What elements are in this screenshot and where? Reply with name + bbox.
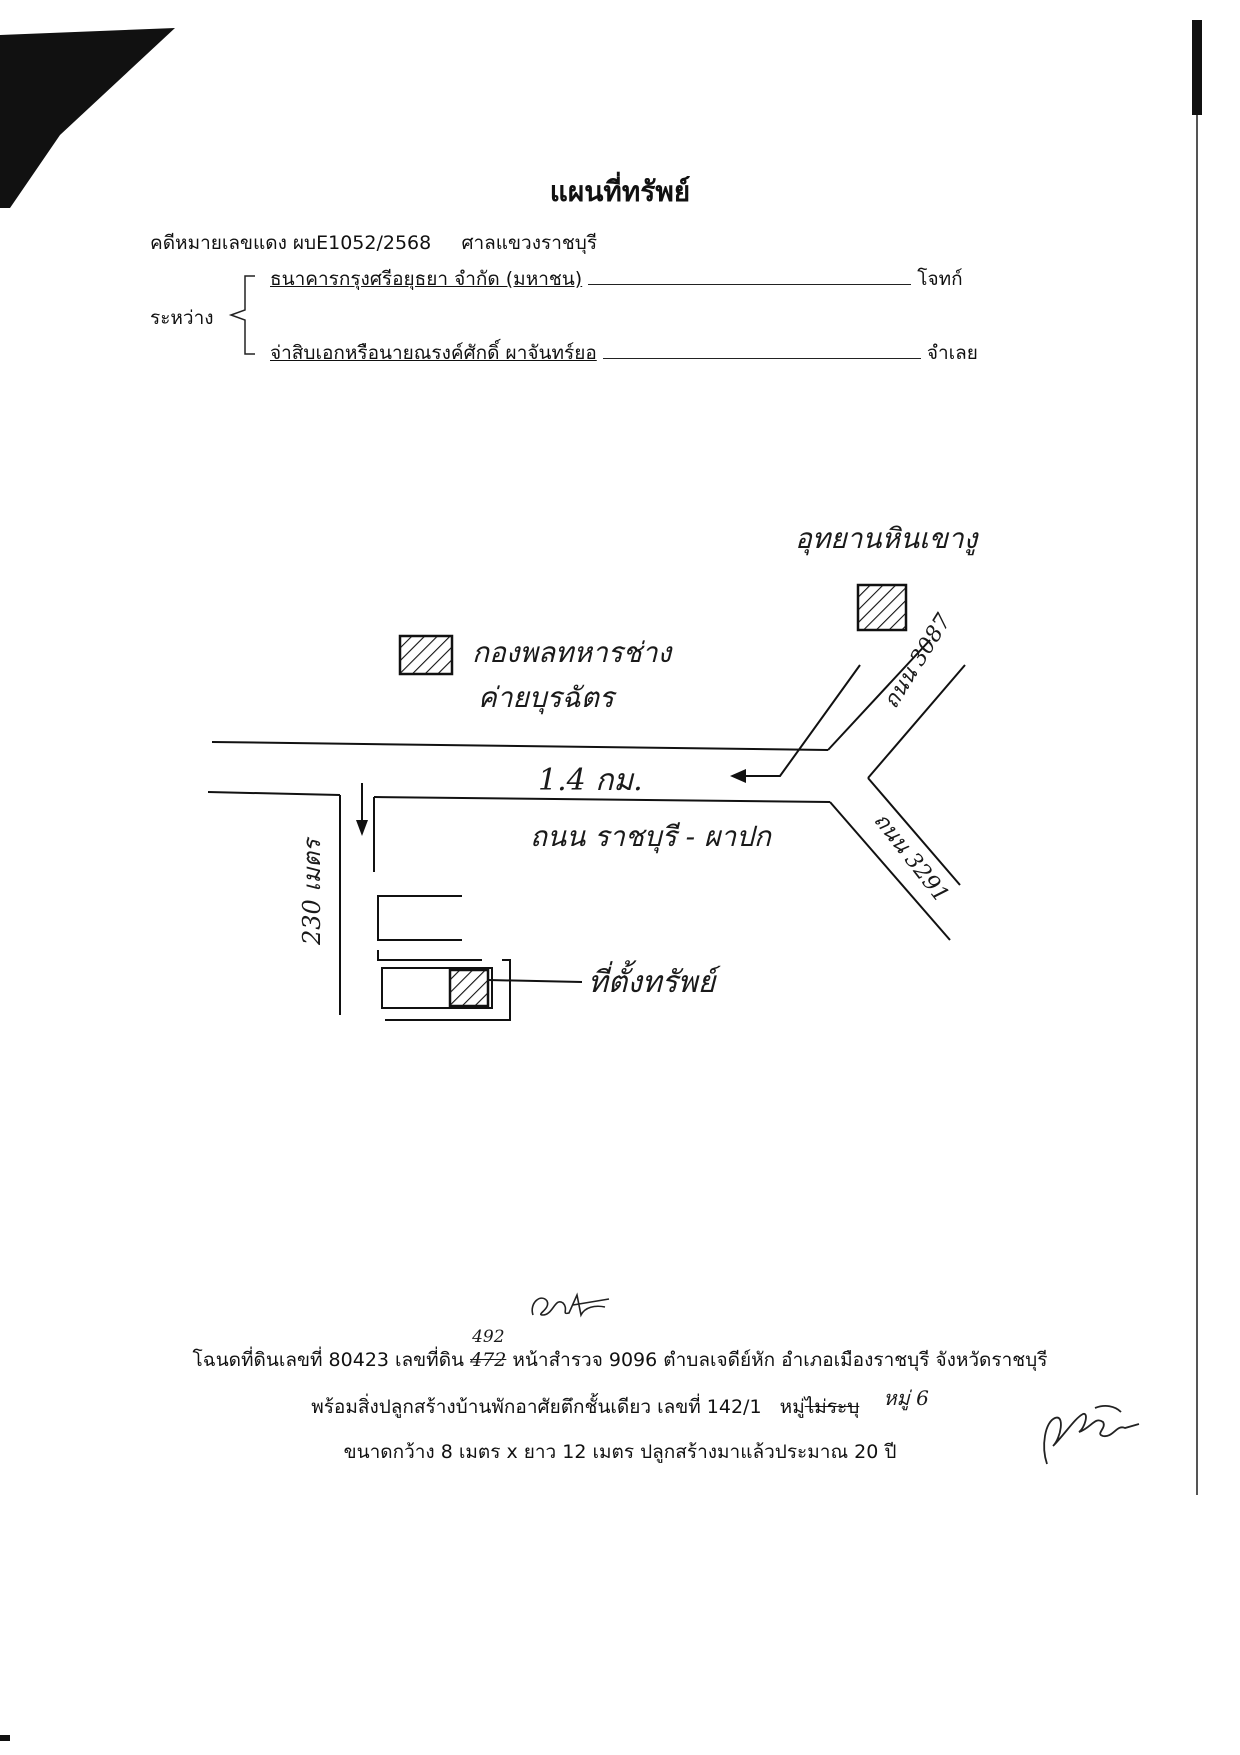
- land-number-field: 492 472: [470, 1327, 507, 1371]
- defendant-fill-line: [602, 358, 921, 359]
- plaintiff-row: ธนาคารกรุงศรีอยุธยา จำกัด (มหาชน) โจทก์: [270, 264, 963, 294]
- lane-3: [385, 959, 511, 1021]
- land-number-correction: 492: [472, 1327, 505, 1347]
- landmark-left-label-1: กองพลทหารช่าง: [472, 636, 673, 669]
- landmark-left-marker: [398, 634, 454, 676]
- scan-edge-bar: [1192, 20, 1202, 115]
- defendant-name: จ่าสิบเอกหรือนายณรงค์ศักดิ์ ผาจันทร์ยอ: [270, 342, 597, 364]
- deed-line-1-end: หน้าสำรวจ 9096 ตำบลเจดีย์หัก อำเภอเมืองร…: [512, 1349, 1048, 1371]
- property-label: ที่ตั้งทรัพย์: [588, 960, 721, 1000]
- deed-line-3: ขนาดกว้าง 8 เมตร x ยาว 12 เมตร ปลูกสร้าง…: [343, 1441, 897, 1463]
- distance-arrow-head: [730, 769, 746, 783]
- defendant-role: จำเลย: [926, 342, 978, 364]
- plaintiff-role: โจทก์: [917, 268, 963, 290]
- signature-right: [1043, 1405, 1140, 1465]
- deed-line-1: โฉนดที่ดินเลขที่ 80423 เลขที่ดิน 492 472…: [0, 1327, 1240, 1375]
- main-road-bottom-edge-left: [207, 791, 341, 796]
- court-name: ศาลแขวงราชบุรี: [461, 232, 598, 254]
- plaintiff-name: ธนาคารกรุงศรีอยุธยา จำกัด (มหาชน): [270, 268, 583, 290]
- main-road-top-edge: [211, 741, 829, 751]
- party-bracket: [228, 275, 255, 355]
- land-number-struck: 472: [470, 1349, 507, 1371]
- document-title: แผนที่ทรัพย์: [549, 175, 691, 208]
- case-number: คดีหมายเลขแดง ผบE1052/2568: [150, 232, 432, 254]
- deed-line-2-start: พร้อมสิ่งปลูกสร้างบ้านพักอาศัยตึกชั้นเดี…: [311, 1396, 762, 1418]
- road-3087-left-edge: [827, 639, 931, 751]
- landmark-top-label: อุทยานหินเขางู: [795, 522, 980, 556]
- location-map: อุทยานหินเขางู กองพลทหารช่าง ค่ายบุรฉัตร…: [207, 522, 980, 1021]
- road-3291-label: ถนน 3291: [868, 808, 953, 907]
- lane-1: [377, 895, 462, 941]
- scan-corner-shadow: [0, 28, 175, 208]
- signature-top: [531, 1292, 610, 1318]
- between-label: ระหว่าง: [150, 307, 214, 329]
- scan-edge-line: [1196, 115, 1198, 1495]
- landmark-left-label-2: ค่ายบุรฉัตร: [478, 681, 617, 715]
- road-3291-top-edge: [867, 777, 961, 886]
- main-road-bottom-edge-right: [373, 796, 831, 803]
- defendant-row: จ่าสิบเอกหรือนายณรงค์ศักดิ์ ผาจันทร์ยอ จ…: [270, 338, 978, 368]
- deed-line-2-struck: ไม่ระบุ: [804, 1396, 860, 1418]
- distance-arrow-line: [738, 664, 861, 777]
- property-marker: [448, 968, 490, 1008]
- deed-line-2: พร้อมสิ่งปลูกสร้างบ้านพักอาศัยตึกชั้นเดี…: [0, 1386, 1240, 1422]
- property-pointer-line: [487, 979, 583, 983]
- road-3087-right-edge: [867, 664, 966, 779]
- property-lot: [381, 967, 493, 1009]
- main-road-label: ถนน ราชบุรี - ผาปก: [530, 820, 773, 854]
- side-street-arrow-head: [356, 820, 368, 836]
- plaintiff-fill-line: [588, 284, 912, 285]
- deed-line-1-start: โฉนดที่ดินเลขที่ 80423 เลขที่ดิน: [192, 1349, 465, 1371]
- deed-line-2-handwritten: หมู่ 6: [883, 1386, 929, 1410]
- road-3291-bottom-edge: [829, 801, 951, 941]
- side-distance-label: 230 เมตร: [298, 836, 326, 946]
- lane-2: [377, 950, 482, 961]
- scan-edge-mark: [0, 1735, 10, 1741]
- landmark-top-marker: [856, 583, 908, 632]
- deed-line-2-moo: หมู่: [779, 1396, 805, 1418]
- case-line: คดีหมายเลขแดง ผบE1052/2568 ศาลแขวงราชบุร…: [150, 228, 597, 258]
- distance-label: 1.4 กม.: [538, 763, 643, 798]
